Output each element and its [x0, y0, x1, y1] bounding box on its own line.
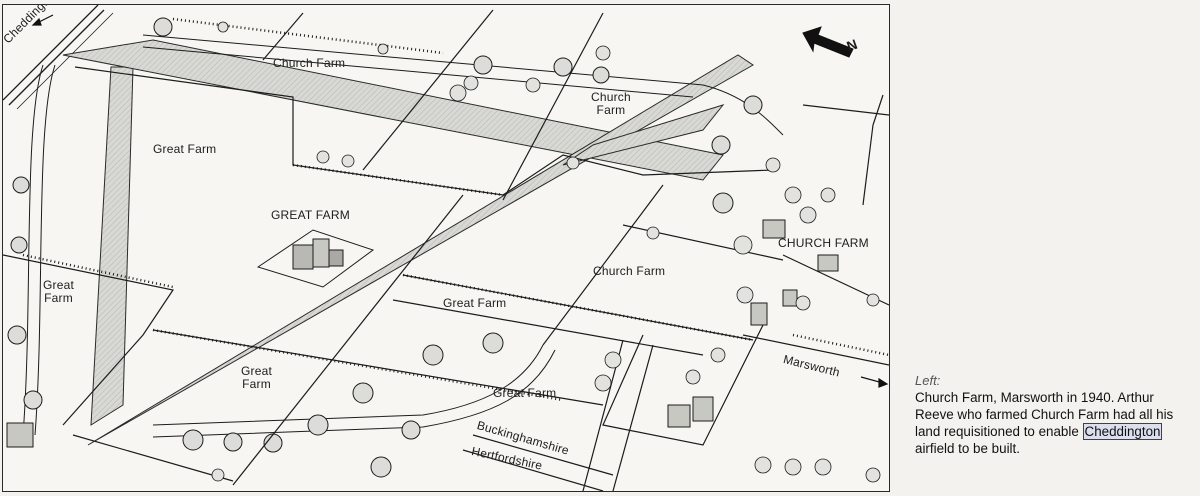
caption-text: Church Farm, Marsworth in 1940. Arthur R…: [915, 390, 1174, 439]
north-arrow-icon: [802, 26, 854, 58]
label-church-farm-upper: Church Farm: [591, 90, 631, 117]
church-farm-buildings: [6, 219, 839, 448]
label-great-farm-road: Great Farm: [443, 296, 507, 310]
railway-line: [3, 5, 114, 110]
runways: [62, 39, 754, 446]
figure-caption: Left: Church Farm, Marsworth in 1940. Ar…: [915, 372, 1195, 457]
caption-left-label: Left:: [915, 373, 941, 388]
field-boundaries: [3, 9, 889, 491]
label-church-farm-top: Church Farm: [273, 56, 346, 70]
cheddington-direction-arrow-icon: [31, 14, 54, 26]
label-church-farm-caps: CHURCH FARM: [778, 236, 869, 250]
label-great-farm-left: Great Farm: [43, 278, 75, 305]
label-great-farm-bottom: Great Farm: [493, 386, 557, 400]
great-farm-buildings: [256, 229, 375, 288]
label-great-farm-lower: Great Farm: [241, 364, 273, 391]
map-illustration: Cheddington Church Farm Church Farm Grea…: [2, 4, 890, 492]
dispersal-pans: [7, 17, 763, 478]
trees: [211, 21, 881, 483]
label-great-farm-caps: GREAT FARM: [271, 208, 350, 222]
label-great-farm-upper: Great Farm: [153, 142, 217, 156]
label-church-farm-middle: Church Farm: [593, 264, 666, 278]
hedge-rows: [22, 17, 889, 402]
map-drawing: [3, 5, 889, 491]
caption-highlight-cheddington[interactable]: Cheddington: [1082, 423, 1163, 440]
marsworth-direction-arrow-icon: [860, 376, 889, 388]
caption-text-end: airfield to be built.: [915, 441, 1020, 456]
